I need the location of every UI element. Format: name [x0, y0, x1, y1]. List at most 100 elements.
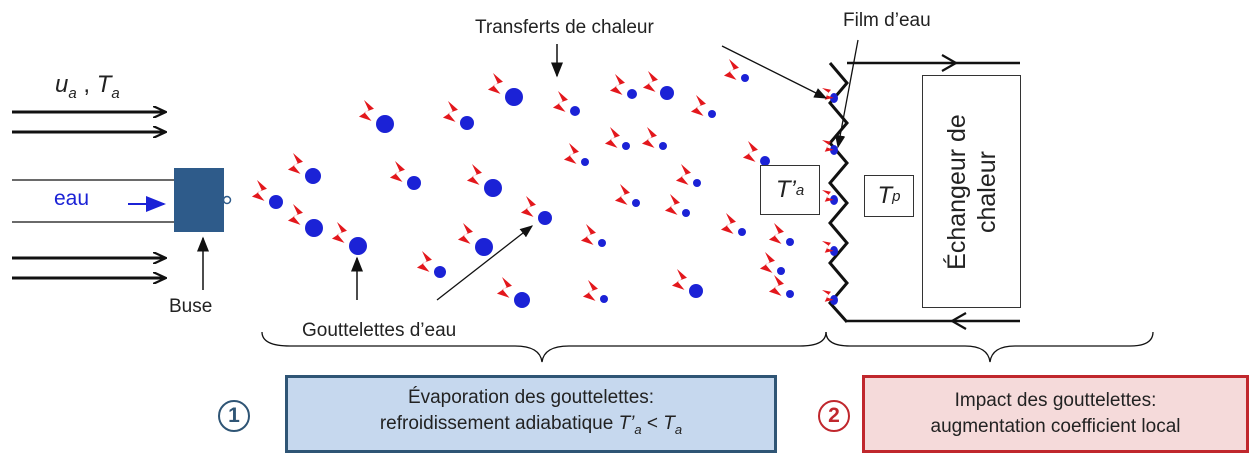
- step-2-title: Impact des gouttelettes:: [954, 390, 1157, 411]
- water-film: [822, 88, 838, 305]
- heat-bolt-icon: [822, 190, 834, 202]
- droplet: [693, 179, 701, 187]
- water-label: eau: [54, 187, 90, 210]
- heat-bolt-icon: [664, 194, 680, 215]
- film-pointer-1: [721, 45, 828, 99]
- droplet: [659, 142, 667, 150]
- water-film-drop: [830, 93, 838, 103]
- step-2-detail: augmentation coefficient local: [930, 416, 1181, 437]
- nozzle-label: Buse: [169, 296, 213, 317]
- droplet: [622, 142, 630, 150]
- heat-bolt-icon: [742, 141, 758, 162]
- heat-bolt-icon: [582, 280, 598, 301]
- cooled-air-temperature: T’a: [760, 165, 820, 215]
- droplets-label: Gouttelettes d’eau: [302, 320, 457, 341]
- heat-bolt-icon: [416, 251, 432, 272]
- heat-bolt-icon: [287, 204, 303, 225]
- droplet: [689, 284, 703, 298]
- droplet: [741, 74, 749, 82]
- step-1-box: Évaporation des gouttelettes: refroidiss…: [285, 375, 777, 453]
- step-2-number: 2: [818, 400, 850, 432]
- droplet: [598, 239, 606, 247]
- heat-bolt-icon: [642, 71, 658, 92]
- heat-bolt-icon: [822, 290, 834, 302]
- droplet: [484, 179, 502, 197]
- droplet: [708, 110, 716, 118]
- heat-bolt-icon: [287, 153, 303, 174]
- step-1-title: Évaporation des gouttelettes:: [407, 387, 655, 409]
- heat-bolt-icon: [251, 180, 267, 201]
- heat-bolt-icon: [690, 95, 706, 116]
- heat-bolt-icon: [641, 127, 657, 148]
- heat-bolt-icon: [331, 222, 347, 243]
- heat-bolt-icon: [457, 223, 473, 244]
- heat-bolt-icon: [822, 140, 834, 152]
- heat-bolt-icon: [496, 277, 512, 298]
- droplet: [505, 88, 523, 106]
- step-2-box: Impact des gouttelettes: augmentation co…: [862, 375, 1249, 453]
- water-film-drop: [830, 246, 838, 256]
- inlet-velocity-label: ua , Ta: [55, 71, 120, 102]
- heat-bolt-icon: [580, 224, 596, 245]
- droplet: [786, 290, 794, 298]
- heat-bolt-icon: [442, 101, 458, 122]
- droplet: [786, 238, 794, 246]
- water-film-drop: [830, 295, 838, 305]
- droplet: [632, 199, 640, 207]
- heat-bolt-icon: [358, 100, 374, 121]
- heat-bolt-icon: [723, 59, 739, 80]
- droplet: [407, 176, 421, 190]
- heat-bolt-icon: [675, 164, 691, 185]
- heat-bolt-icon: [389, 161, 405, 182]
- droplet: [738, 228, 746, 236]
- droplet: [460, 116, 474, 130]
- heat-exchanger: Échangeur de chaleur: [922, 75, 1021, 308]
- droplet: [581, 158, 589, 166]
- droplet: [514, 292, 530, 308]
- heat-transfer-label: Transferts de chaleur: [475, 17, 654, 38]
- droplet: [434, 266, 446, 278]
- droplet: [760, 156, 770, 166]
- step-1-detail: refroidissement adiabatique T’a < Ta: [379, 413, 683, 437]
- heat-bolt-icon: [552, 91, 568, 112]
- water-pipe: [12, 179, 174, 223]
- step-1-number: 1: [218, 400, 250, 432]
- droplet: [305, 168, 321, 184]
- heat-bolt-icon: [768, 275, 784, 296]
- droplet-spray: [251, 59, 794, 308]
- heat-bolt-icon: [487, 73, 503, 94]
- water-film-drop: [830, 195, 838, 205]
- exchanger-top-arrowhead: [941, 54, 959, 72]
- droplet: [570, 106, 580, 116]
- droplet: [627, 89, 637, 99]
- droplet: [269, 195, 283, 209]
- droplet: [376, 115, 394, 133]
- heat-bolt-icon: [671, 269, 687, 290]
- exchanger-bottom-arrowhead: [949, 312, 967, 330]
- nozzle: [174, 168, 224, 232]
- heat-exchanger-label: Échangeur de chaleur: [942, 113, 1001, 270]
- film-pointer-2: [835, 39, 859, 149]
- heat-bolt-icon: [563, 143, 579, 164]
- heat-bolt-icon: [822, 241, 834, 253]
- droplet: [777, 267, 785, 275]
- droplet: [349, 237, 367, 255]
- nozzle-orifice: [222, 195, 232, 205]
- droplet: [538, 211, 552, 225]
- droplet: [475, 238, 493, 256]
- heat-bolt-icon: [822, 88, 834, 100]
- brace-impact-zone: [825, 331, 1154, 363]
- brace-evaporation-zone: [261, 331, 827, 363]
- heat-bolt-icon: [614, 184, 630, 205]
- droplet: [305, 219, 323, 237]
- heat-bolt-icon: [768, 223, 784, 244]
- heat-bolt-icon: [604, 127, 620, 148]
- droplet: [682, 209, 690, 217]
- heat-bolt-icon: [520, 196, 536, 217]
- heat-bolt-icon: [466, 164, 482, 185]
- droplet: [660, 86, 674, 100]
- exchanger-wall-zigzag: [828, 62, 849, 324]
- heat-bolt-icon: [609, 74, 625, 95]
